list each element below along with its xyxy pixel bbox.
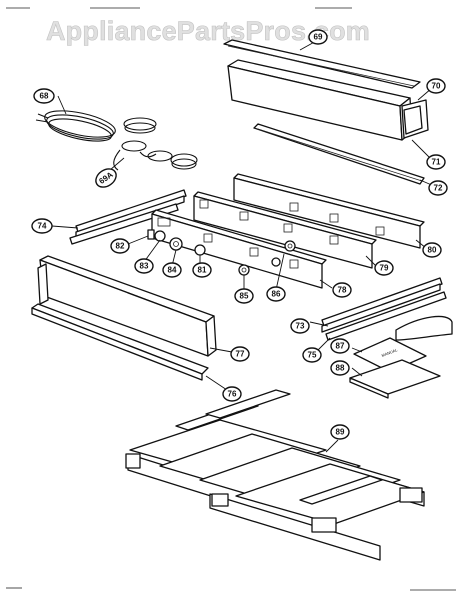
part-front-trim [31, 303, 209, 381]
callout-72: 72 [428, 180, 448, 196]
callout-label: 84 [168, 266, 177, 275]
callout-label: 75 [308, 351, 317, 360]
part-coiled-wire [35, 110, 116, 142]
callout-80: 80 [422, 242, 442, 258]
part-back-panel [227, 59, 429, 141]
callout-label: 72 [434, 184, 443, 193]
part-shipping-pallet [125, 389, 425, 561]
part-left-side-rail [69, 189, 187, 245]
callout-label: 83 [140, 262, 149, 271]
callout-label: 79 [380, 264, 389, 273]
callout-71: 71 [426, 154, 446, 170]
part-top-trim-strip [223, 39, 421, 89]
callout-84: 84 [162, 262, 182, 278]
callout-75: 75 [302, 347, 322, 363]
part-front-kick-plate [37, 255, 217, 357]
callout-label: 89 [336, 428, 345, 437]
callout-69-top: 69 [308, 29, 328, 45]
callout-label: 71 [432, 158, 441, 167]
callout-89: 89 [330, 424, 350, 440]
callout-label: 74 [38, 222, 47, 231]
callout-68: 68 [33, 88, 55, 104]
callout-label: 77 [236, 350, 245, 359]
callout-label: 85 [240, 292, 249, 301]
callout-86: 86 [266, 286, 286, 302]
callout-label: 69 [314, 33, 323, 42]
callout-76: 76 [222, 386, 242, 402]
callout-74: 74 [31, 218, 53, 234]
callout-label: 70 [432, 82, 441, 91]
part-small-knobs [238, 240, 296, 276]
part-wire-harness [113, 117, 198, 171]
callout-label: 81 [198, 266, 207, 275]
callout-83: 83 [134, 258, 154, 274]
part-knob-assembly [147, 229, 206, 256]
callout-78: 78 [332, 282, 352, 298]
callout-label: 78 [338, 286, 347, 295]
part-right-rails [321, 277, 447, 341]
callout-label: 82 [116, 242, 125, 251]
callout-label: 80 [428, 246, 437, 255]
part-upper-control-panel [233, 173, 425, 257]
part-lower-trim-strip [253, 123, 425, 185]
callout-label: 76 [228, 390, 237, 399]
callout-label: 73 [296, 322, 305, 331]
part-side-wedge [395, 315, 453, 341]
callout-85: 85 [234, 288, 254, 304]
callout-79: 79 [374, 260, 394, 276]
callout-label: 88 [336, 364, 345, 373]
callout-81: 81 [192, 262, 212, 278]
callout-70: 70 [426, 78, 446, 94]
callout-label: 87 [336, 342, 345, 351]
callout-label: 68 [40, 92, 49, 101]
footer-marks [6, 587, 456, 591]
callout-77: 77 [230, 346, 250, 362]
part-manuals: MANUAL [349, 337, 441, 399]
svg-text:MANUAL: MANUAL [381, 347, 399, 358]
callout-82: 82 [110, 238, 130, 254]
callout-label: 86 [272, 290, 281, 299]
part-middle-control-panel [193, 191, 377, 269]
callout-69a: 69A [95, 168, 117, 188]
callout-73: 73 [290, 318, 310, 334]
callout-87: 87 [330, 338, 350, 354]
callout-88: 88 [330, 360, 350, 376]
